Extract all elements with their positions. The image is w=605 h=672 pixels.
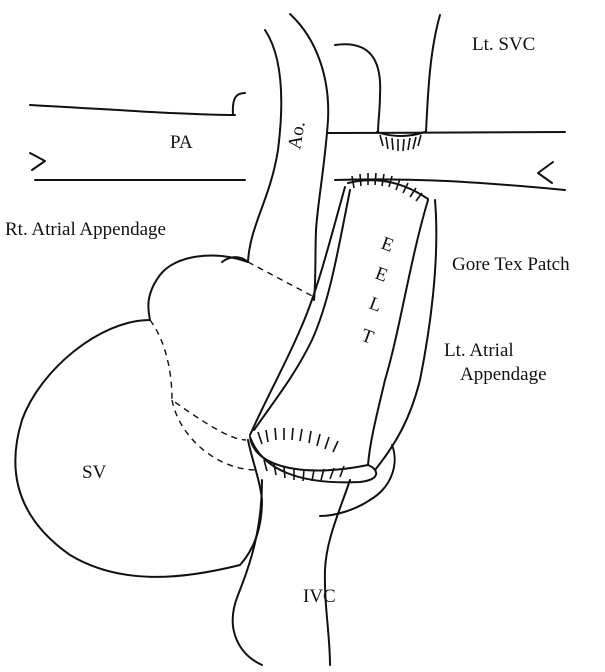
rpa-stub bbox=[233, 93, 245, 115]
tunnel-left-wall-outer bbox=[250, 187, 345, 435]
label-gore-tex-patch: Gore Tex Patch bbox=[452, 254, 570, 275]
tunnel-right-wall-outer bbox=[368, 200, 428, 465]
ivc-right-wall bbox=[325, 480, 350, 665]
label-sv: SV bbox=[82, 462, 107, 483]
atrial-dashed-boundary bbox=[150, 262, 316, 470]
ivc-left-wall bbox=[233, 480, 262, 665]
pa-left-branch-mark bbox=[30, 153, 45, 170]
lt-svc-left-wall bbox=[335, 44, 380, 132]
label-pa: PA bbox=[170, 132, 193, 153]
label-eelt-t: T bbox=[358, 325, 376, 349]
label-rt-atrial-appendage: Rt. Atrial Appendage bbox=[5, 219, 166, 240]
label-aorta: Ao. bbox=[284, 120, 310, 151]
label-ivc: IVC bbox=[303, 586, 336, 607]
pa-upper-edge bbox=[30, 105, 235, 115]
label-eelt-l: L bbox=[366, 293, 384, 317]
aorta-left-wall bbox=[248, 30, 281, 262]
rpa-upper-edge bbox=[327, 132, 565, 133]
label-lt-atrial-appendage-line2: Appendage bbox=[460, 364, 547, 385]
ivc-suture-region bbox=[250, 428, 376, 482]
lt-svc-right-wall bbox=[426, 15, 440, 132]
gore-tex-suture-line bbox=[348, 173, 428, 201]
label-lt-svc: Lt. SVC bbox=[472, 34, 535, 55]
pa-right-branch-mark bbox=[538, 162, 553, 183]
label-eelt-e1: E bbox=[378, 233, 396, 257]
lt-atrial-appendage-bulge bbox=[320, 445, 395, 516]
single-ventricle-outline bbox=[15, 256, 262, 577]
aorta-right-wall bbox=[290, 14, 328, 300]
label-lt-atrial-appendage-line1: Lt. Atrial bbox=[444, 340, 514, 361]
label-eelt-e2: E bbox=[372, 263, 390, 287]
svc-suture-line bbox=[377, 132, 425, 151]
